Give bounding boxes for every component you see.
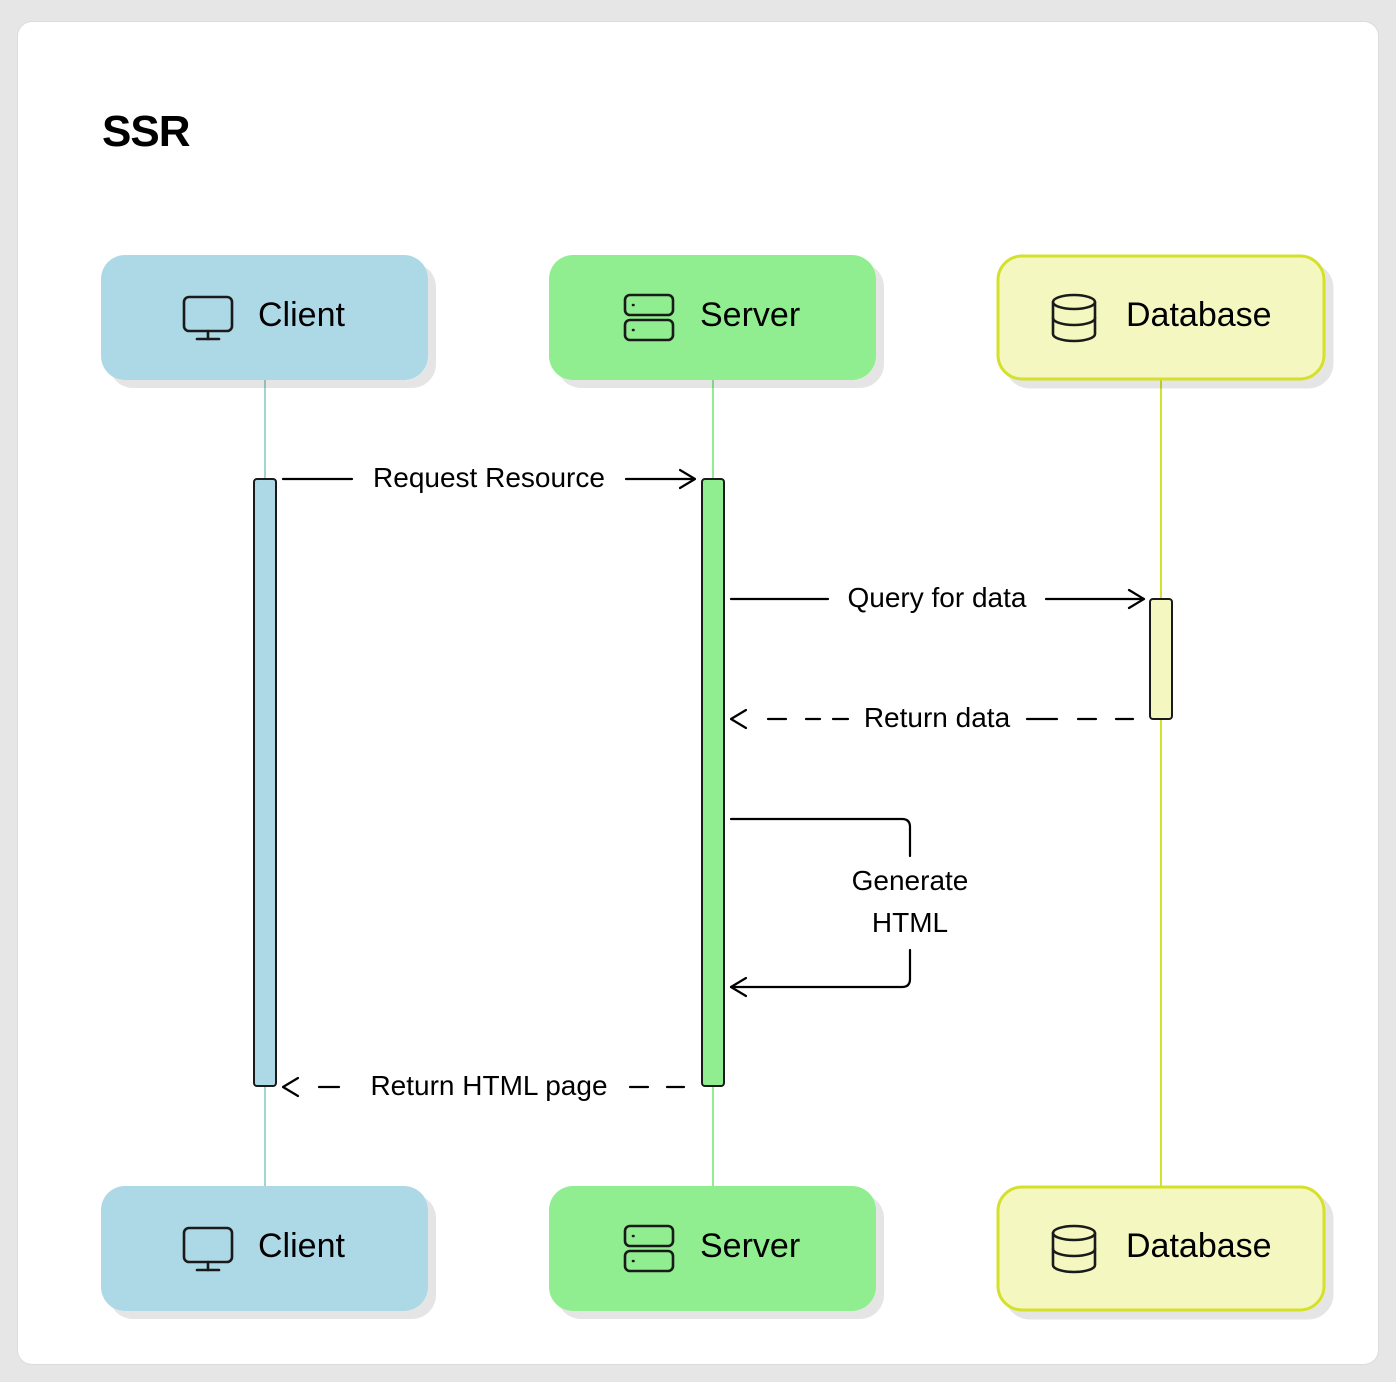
monitor-icon — [182, 295, 234, 341]
message-query-for-data[interactable] — [729, 588, 1146, 610]
participant-label: Server — [700, 296, 800, 334]
message-return-html-page[interactable] — [281, 1076, 686, 1098]
message-label: Request Resource — [373, 462, 605, 493]
participant-client-bottom[interactable]: Client — [101, 1186, 428, 1311]
database-icon — [1051, 293, 1097, 343]
participant-label: Server — [700, 1227, 800, 1265]
participant-label: Database — [1126, 1227, 1272, 1265]
participant-server-top[interactable]: Server — [549, 255, 876, 380]
message-request-resource[interactable] — [281, 468, 697, 490]
message-label: Return HTML page — [370, 1070, 607, 1101]
message-label: Generate — [852, 865, 969, 896]
message-label: Query for data — [848, 582, 1027, 613]
participant-label: Client — [258, 296, 345, 334]
message-label: HTML — [872, 907, 948, 938]
participant-database-bottom[interactable]: Database — [996, 1185, 1326, 1312]
participant-database-top[interactable]: Database — [996, 254, 1326, 381]
participant-client-top[interactable]: Client — [101, 255, 428, 380]
participant-server-bottom[interactable]: Server — [549, 1186, 876, 1311]
server-icon — [623, 293, 675, 342]
message-return-data[interactable] — [729, 708, 1135, 730]
message-generate-html[interactable] — [729, 817, 912, 998]
diagram-title: SSR — [102, 107, 190, 156]
activation-database — [1149, 598, 1173, 720]
monitor-icon — [182, 1226, 234, 1272]
participant-label: Client — [258, 1227, 345, 1265]
database-icon — [1051, 1224, 1097, 1274]
participant-label: Database — [1126, 296, 1272, 334]
server-icon — [623, 1224, 675, 1273]
activation-server — [701, 478, 725, 1087]
message-label: Return data — [864, 702, 1011, 733]
activation-client — [253, 478, 277, 1087]
